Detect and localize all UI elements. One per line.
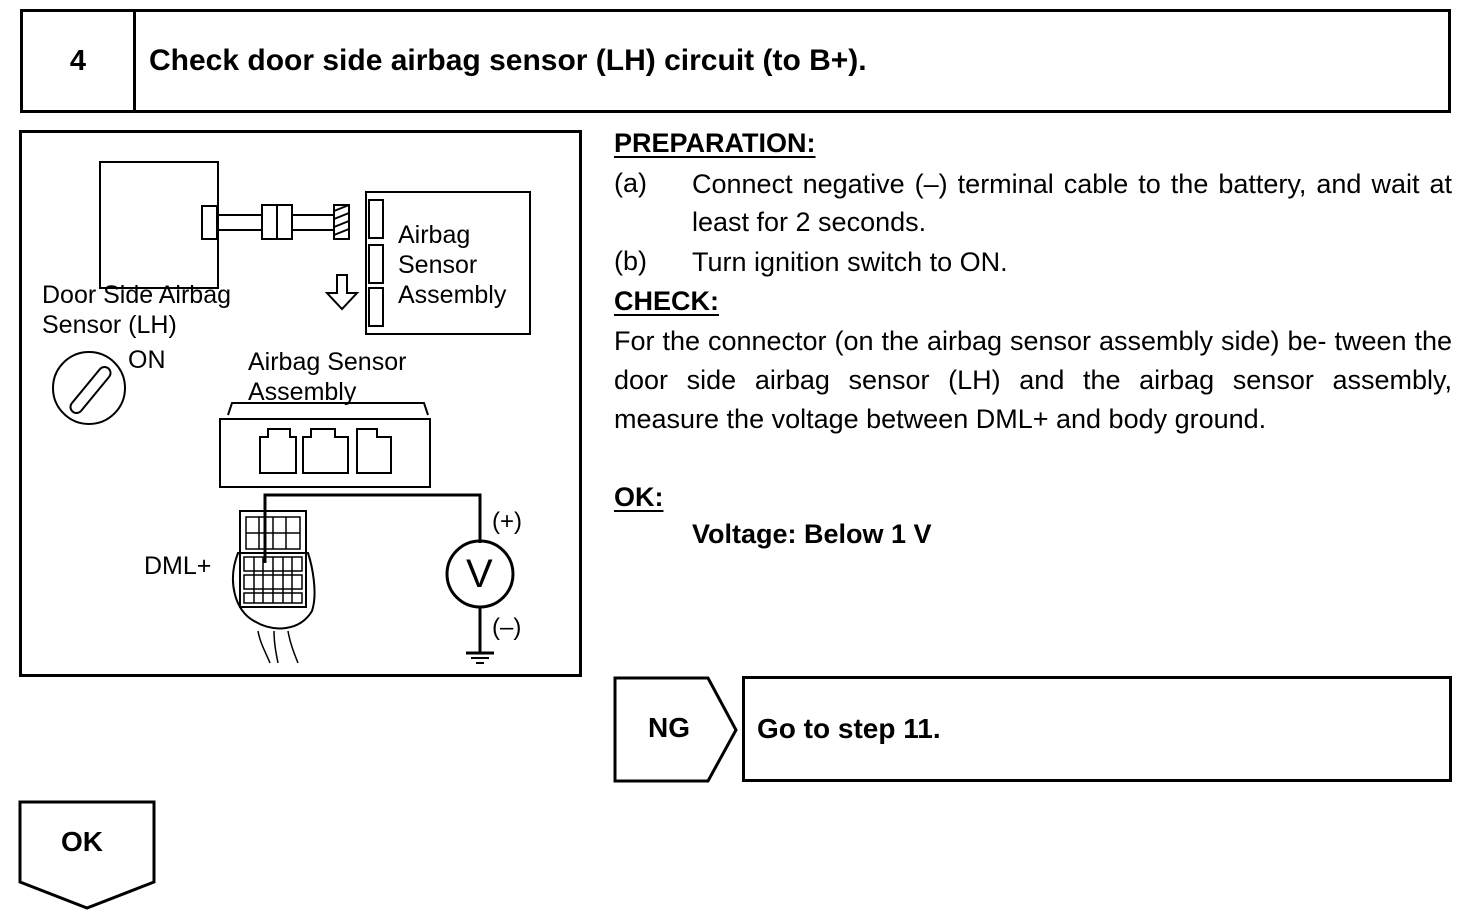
meter-minus-label: (–): [492, 614, 522, 641]
ignition-switch: [52, 351, 126, 425]
airbag-assembly-top-line3: Assembly: [398, 281, 507, 309]
wiring-illustration: Door Side Airbag Sensor (LH) Airbag Sens…: [19, 130, 582, 677]
meter-v-symbol: V: [466, 552, 493, 596]
ok-flow-label: OK: [61, 826, 103, 857]
step-header: 4 Check door side airbag sensor (LH) cir…: [20, 9, 1451, 113]
meter-plus-label: (+): [492, 508, 522, 535]
ng-action: Go to step 11.: [742, 676, 1452, 782]
dml-plus-label: DML+: [144, 552, 212, 580]
door-sensor-box: [99, 161, 219, 289]
ok-spec: Voltage: Below 1 V: [692, 519, 932, 549]
airbag-assembly-mid-line2: Assembly: [248, 378, 357, 406]
ok-arrow-box: [18, 800, 156, 910]
prep-item-b: (b) Turn ignition switch to ON.: [614, 246, 1452, 286]
check-text: For the connector (on the airbag sensor …: [614, 326, 1452, 434]
ignition-on-label: ON: [128, 346, 166, 374]
airbag-assembly-mid-label: Airbag Sensor Assembly: [248, 347, 406, 407]
prep-item-b-text: Turn ignition switch to ON.: [692, 247, 1008, 277]
airbag-assembly-top-label: Airbag Sensor Assembly: [398, 220, 506, 310]
ok-heading: OK:: [614, 482, 664, 512]
hand-connector: [232, 552, 316, 630]
connector-face: [219, 418, 431, 488]
airbag-assembly-box: [365, 191, 531, 335]
prep-item-b-label: (b): [614, 246, 647, 276]
preparation-heading: PREPARATION:: [614, 128, 816, 158]
step-number: 4: [23, 12, 136, 110]
ng-label: NG: [648, 712, 690, 743]
prep-item-a-label: (a): [614, 168, 647, 198]
step-title: Check door side airbag sensor (LH) circu…: [149, 44, 867, 77]
airbag-assembly-top-line1: Airbag: [398, 221, 471, 249]
door-sensor-label: Door Side Airbag Sensor (LH): [42, 280, 231, 340]
check-heading: CHECK:: [614, 286, 719, 316]
airbag-assembly-mid-line1: Airbag Sensor: [248, 348, 407, 376]
diagram-drawing: [52, 161, 531, 664]
door-sensor-label-line1: Door Side Airbag: [42, 281, 232, 309]
prep-item-a: (a) Connect negative (–) terminal cable …: [614, 168, 1452, 248]
prep-item-a-text: Connect negative (–) terminal cable to t…: [692, 169, 1452, 237]
airbag-assembly-top-line2: Sensor: [398, 251, 478, 279]
ng-arrow-box: [613, 676, 738, 783]
door-sensor-label-line2: Sensor (LH): [42, 311, 177, 339]
